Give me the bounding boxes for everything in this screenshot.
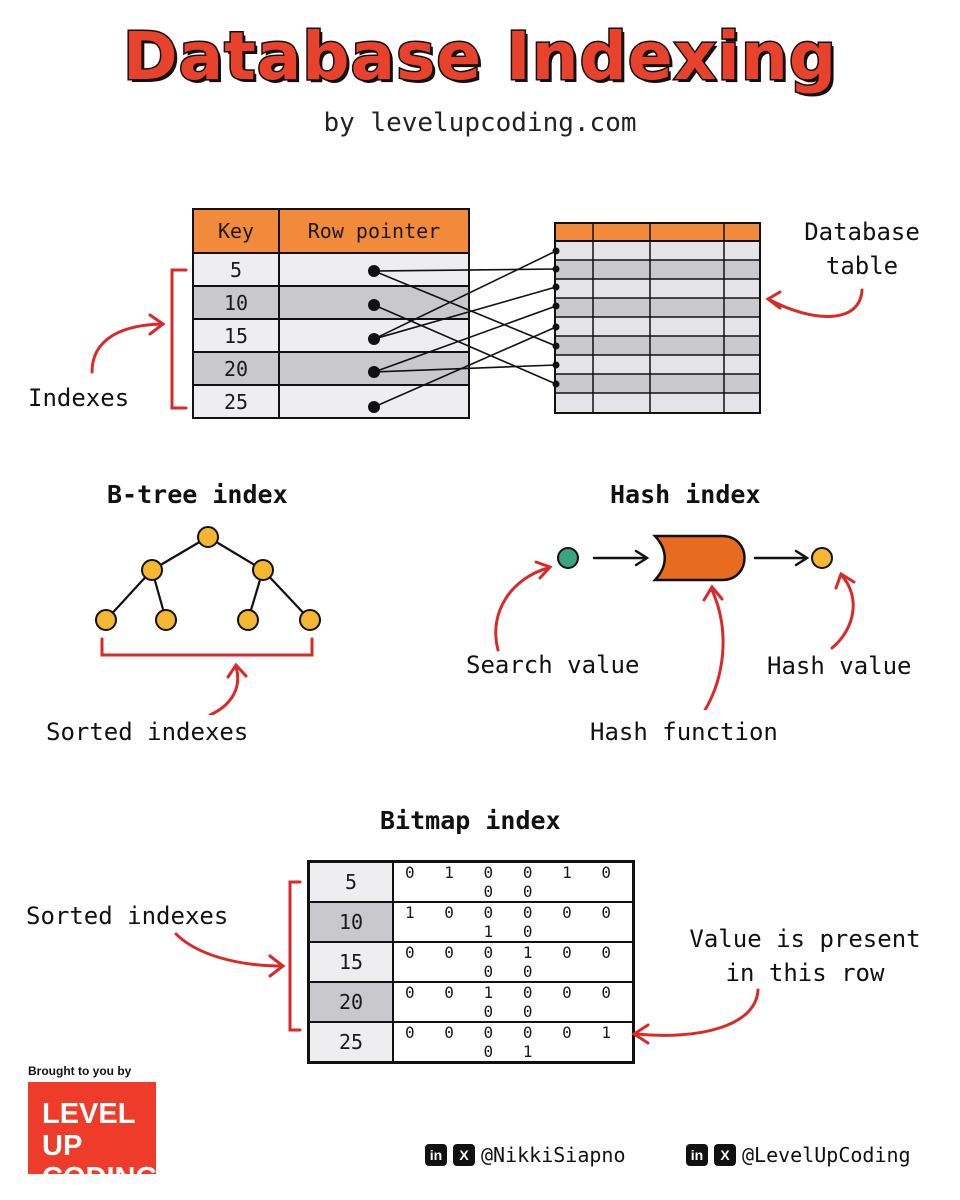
bitmap-bits: 0 1 0 0 1 0 0 0 (392, 860, 635, 903)
search-value-dot (557, 547, 579, 569)
indexes-label: Indexes (28, 384, 130, 412)
bitmap-heading: Bitmap index (380, 806, 561, 835)
index-table: Key Row pointer 5 10 15 20 25 (192, 208, 470, 419)
index-key: 5 (192, 252, 280, 287)
database-table-label-line2: table (825, 252, 899, 280)
hash-value-label: Hash value (767, 652, 912, 680)
row-pointer-cell (278, 285, 470, 320)
bitmap-bits: 0 0 0 0 0 1 0 1 (392, 1021, 635, 1064)
bitmap-key: 5 (307, 860, 394, 903)
bitmap-bits: 0 0 0 1 0 0 0 0 (392, 941, 635, 983)
btree-node (155, 609, 177, 631)
brought-to-you-by: Brought to you by (28, 1064, 132, 1078)
table-row: 10 (192, 285, 470, 320)
bitmap-key: 10 (307, 901, 394, 943)
table-row: 15 0 0 0 1 0 0 0 0 (307, 941, 635, 983)
pointer-dots (368, 247, 560, 413)
hash-heading: Hash index (610, 480, 761, 509)
value-present-line1: Value is present (689, 925, 921, 953)
brand-logo: LEVEL UP CODING (28, 1082, 158, 1194)
bitmap-key: 15 (307, 941, 394, 983)
table-row: 5 0 1 0 0 1 0 0 0 (307, 860, 635, 903)
btree-sorted-indexes-label: Sorted indexes (46, 718, 249, 746)
index-key: 15 (192, 318, 280, 353)
value-present-note: Value is present in this row (686, 925, 924, 987)
index-header-key: Key (192, 208, 280, 254)
indexes-bracket (90, 268, 188, 410)
database-table (554, 222, 761, 414)
bitmap-table: 5 0 1 0 0 1 0 0 0 10 1 0 0 0 0 0 1 0 15 … (307, 860, 635, 1064)
table-row: 25 0 0 0 0 0 1 0 1 (307, 1021, 635, 1064)
btree-node (237, 609, 259, 631)
hash-diagram (494, 534, 856, 710)
table-row: 20 (192, 351, 470, 386)
value-present-line2: in this row (725, 959, 885, 987)
bitmap-sorted-indexes-label: Sorted indexes (26, 902, 229, 930)
bitmap-bits: 0 0 1 0 0 0 0 0 (392, 981, 635, 1023)
social-handle-nikki[interactable]: in X @NikkiSiapno (425, 1143, 626, 1167)
index-key: 20 (192, 351, 280, 386)
index-pointer-diagram (90, 222, 864, 414)
hash-function-shape (652, 534, 746, 582)
hash-value-dot (811, 547, 833, 569)
social-handle-levelupcoding[interactable]: in X @LevelUpCoding (686, 1143, 911, 1167)
btree-diagram (95, 526, 321, 715)
linkedin-icon: in (425, 1144, 447, 1166)
btree-node (299, 609, 321, 631)
x-icon: X (453, 1144, 475, 1166)
table-row: 20 0 0 1 0 0 0 0 0 (307, 981, 635, 1023)
index-key: 10 (192, 285, 280, 320)
search-value-label: Search value (466, 651, 640, 679)
btree-node (197, 526, 219, 548)
table-row: 5 (192, 252, 470, 287)
hash-function-label: Hash function (590, 718, 778, 746)
table-row: 10 1 0 0 0 0 0 1 0 (307, 901, 635, 943)
bitmap-bits: 1 0 0 0 0 0 1 0 (392, 901, 635, 943)
page-title: Database Indexing (121, 17, 838, 97)
database-table-label-line1: Database (804, 218, 920, 246)
btree-node (141, 559, 163, 581)
page-subtitle: by levelupcoding.com (323, 108, 637, 138)
bitmap-key: 25 (307, 1021, 394, 1064)
handle-text: @NikkiSiapno (481, 1143, 626, 1167)
x-icon: X (714, 1144, 736, 1166)
handle-text: @LevelUpCoding (742, 1143, 911, 1167)
bitmap-annotations (174, 880, 760, 1045)
database-table-arrow (765, 288, 864, 318)
btree-node (252, 559, 274, 581)
index-header-row-pointer: Row pointer (278, 208, 470, 254)
bitmap-key: 20 (307, 981, 394, 1023)
pointer-lines (373, 250, 557, 408)
brand-logo-line2: CODING (42, 1162, 158, 1194)
index-key: 25 (192, 384, 280, 419)
database-table-label: Database table (796, 218, 928, 280)
brand-logo-line1: LEVEL UP (42, 1098, 135, 1162)
btree-node (95, 609, 117, 631)
linkedin-icon: in (686, 1144, 708, 1166)
btree-heading: B-tree index (107, 480, 288, 509)
